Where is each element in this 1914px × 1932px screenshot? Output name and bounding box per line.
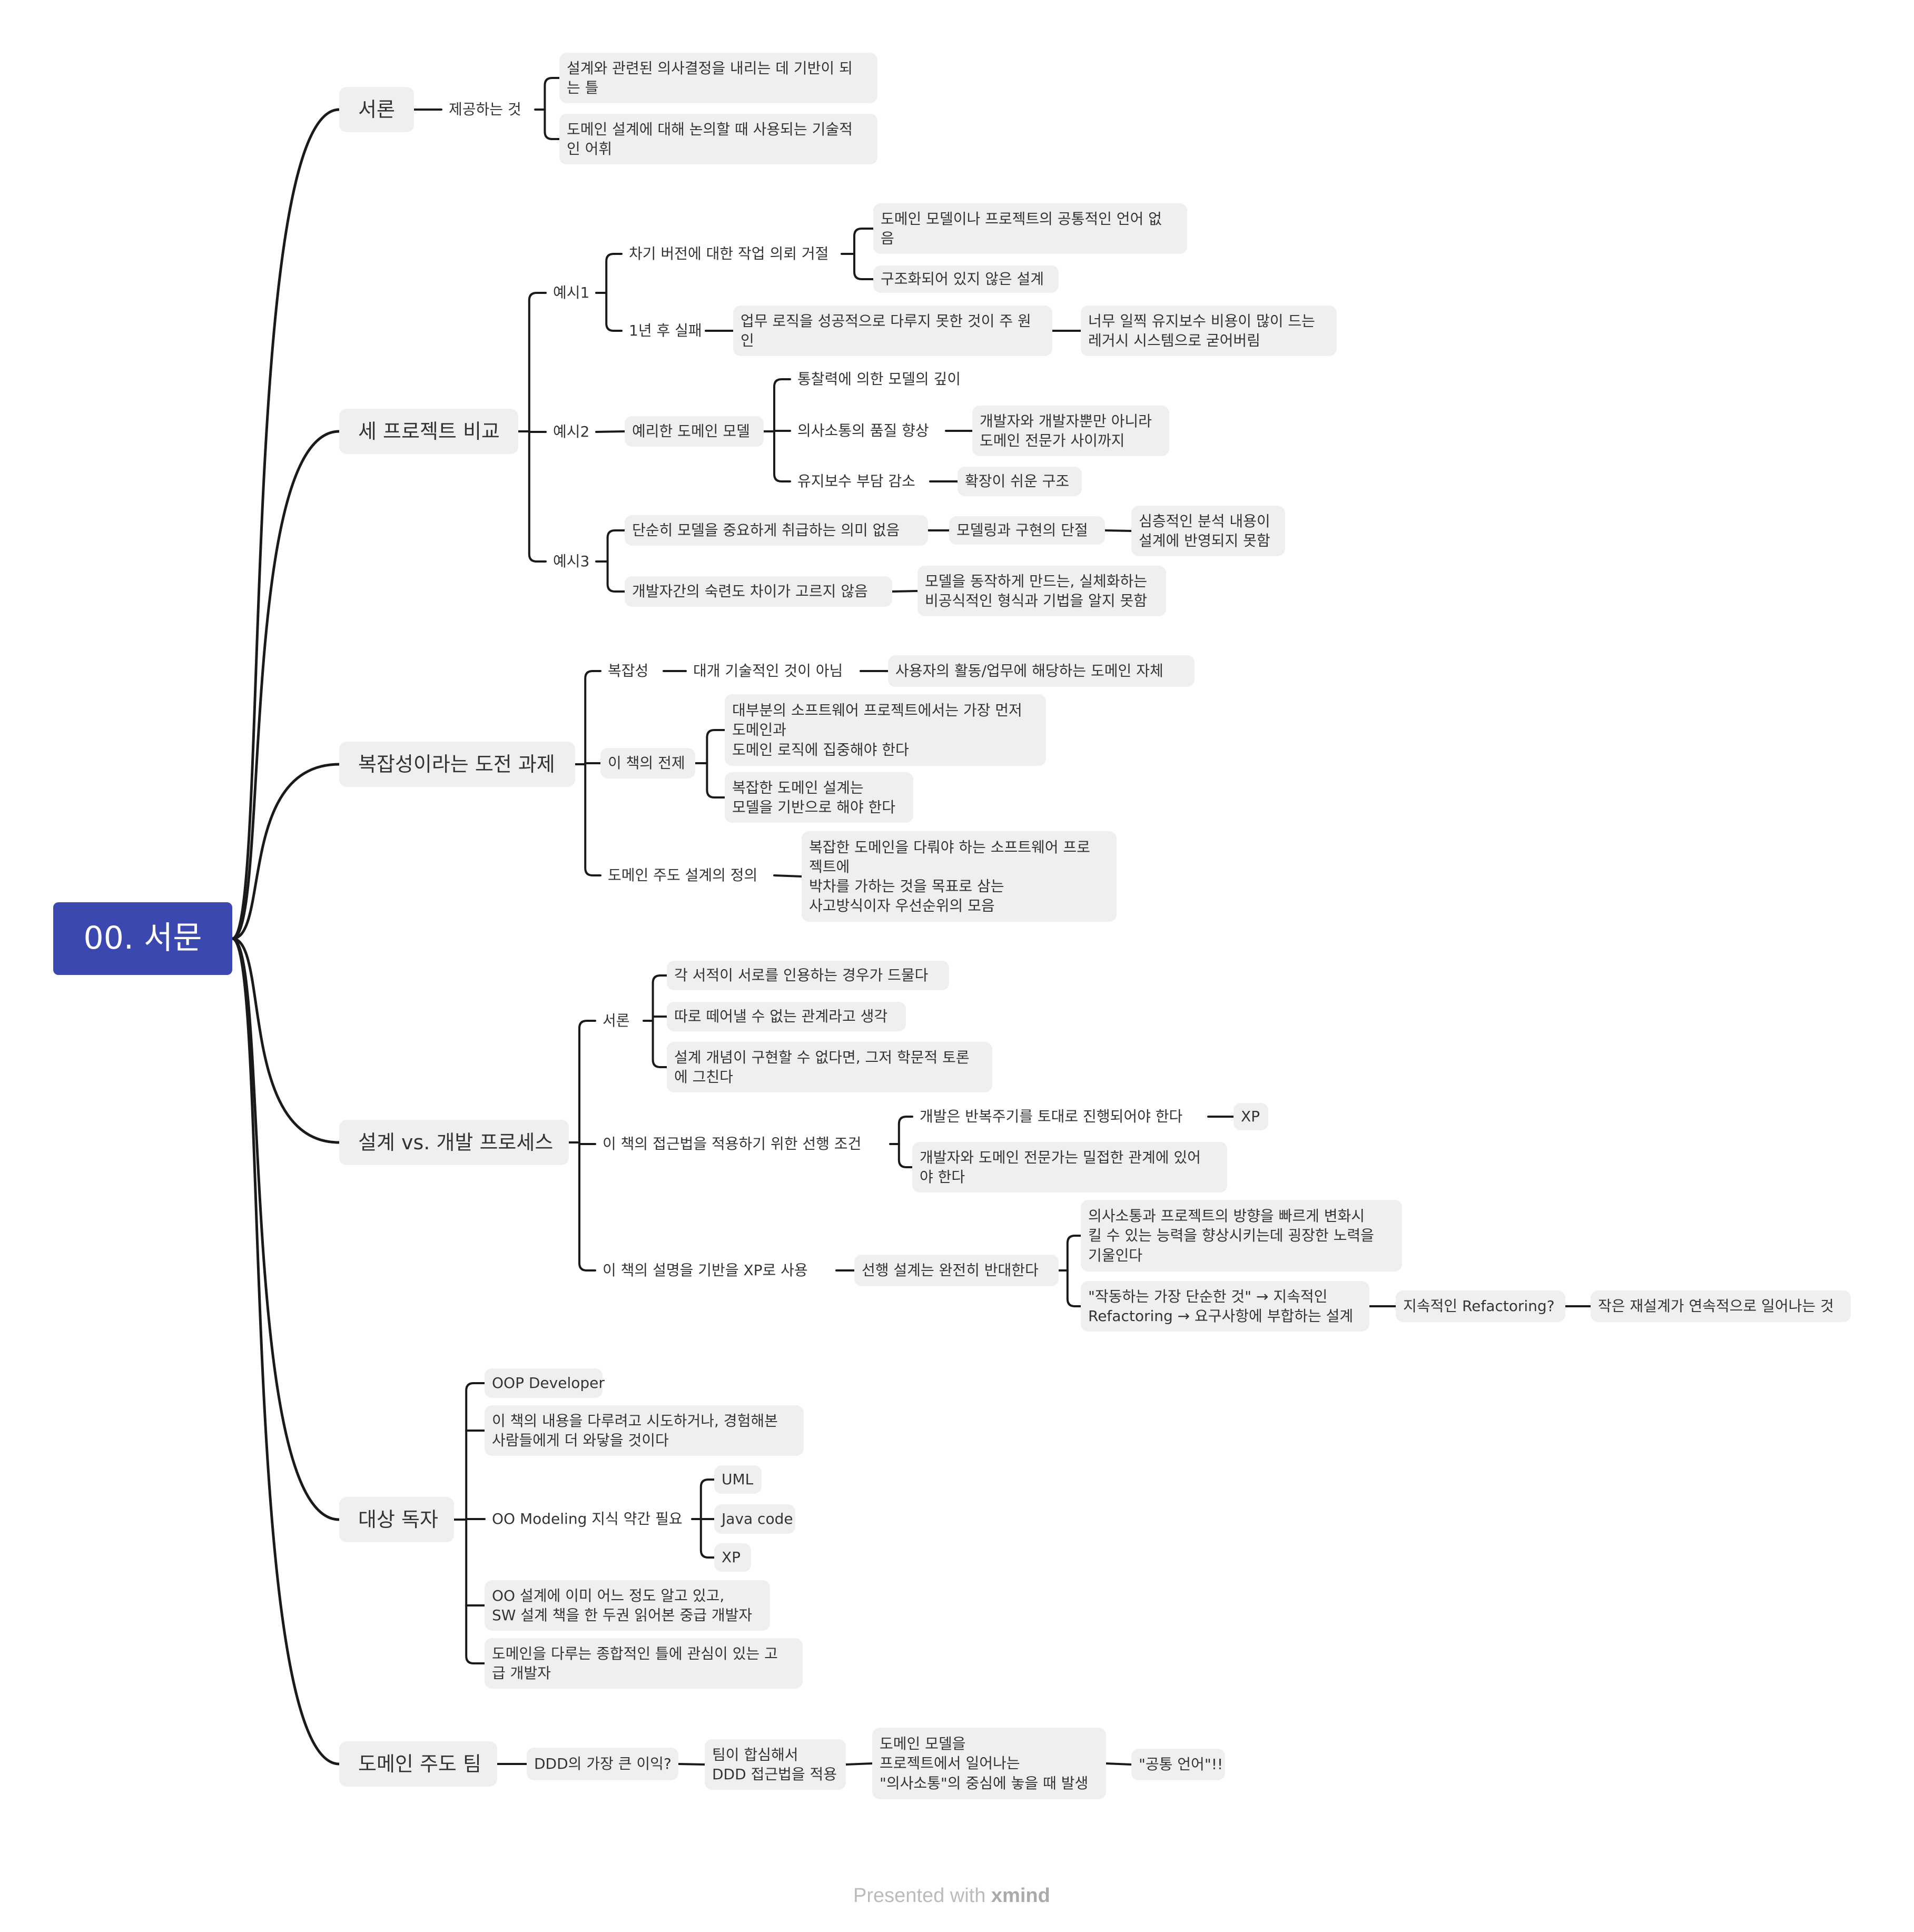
footer-prefix: Presented with <box>853 1885 991 1907</box>
dvp-small-redesigns[interactable]: 작은 재설계가 연속적으로 일어나는 것 <box>1591 1290 1851 1322</box>
intro-provides[interactable]: 제공하는 것 <box>449 101 521 119</box>
dvp-intro[interactable]: 서론 <box>603 1012 630 1030</box>
connector <box>231 108 341 940</box>
topic-three-projects[interactable]: 세 프로젝트 비교 <box>339 409 518 454</box>
connector <box>1105 1762 1132 1766</box>
dvp-communication-effort[interactable]: 의사소통과 프로젝트의 방향을 빠르게 변화시 킬 수 있는 능력을 향상시키는… <box>1081 1200 1402 1271</box>
ddd-definition[interactable]: 도메인 주도 설계의 정의 <box>608 866 758 884</box>
connector <box>544 77 560 140</box>
ex2-model[interactable]: 예리한 도메인 모델 <box>625 416 764 447</box>
audience-java-code[interactable]: Java code <box>714 1504 795 1534</box>
ex1-fail-result[interactable]: 너무 일찍 유지보수 비용이 많이 드는 레거시 시스템으로 굳어버림 <box>1081 305 1337 356</box>
ex1-reject[interactable]: 차기 버전에 대한 작업 의뢰 거절 <box>629 245 829 263</box>
connector <box>465 1382 486 1664</box>
example-2[interactable]: 예시2 <box>553 423 590 441</box>
topic-complexity[interactable]: 복잡성이라는 도전 과제 <box>339 742 575 787</box>
connector <box>677 1763 706 1766</box>
ex1-reject-1[interactable]: 도메인 모델이나 프로젝트의 공통적인 언어 없 음 <box>873 203 1187 254</box>
connector <box>897 1116 913 1168</box>
ex1-reject-2[interactable]: 구조화되어 있지 않은 설계 <box>873 265 1059 293</box>
audience-advanced[interactable]: 도메인을 다루는 종합적인 틀에 관심이 있는 고 급 개발자 <box>485 1638 803 1689</box>
dvp-intro-2[interactable]: 따로 떼어낼 수 없는 관계라고 생각 <box>667 1002 906 1031</box>
root-node[interactable]: 00. 서문 <box>53 902 232 975</box>
example-1[interactable]: 예시1 <box>553 284 590 302</box>
connector <box>606 529 626 593</box>
connector <box>845 1762 873 1766</box>
dvp-intro-1[interactable]: 각 서적이 서로를 인용하는 경우가 드물다 <box>667 961 949 990</box>
dvp-xp-basis[interactable]: 이 책의 설명을 기반을 XP로 사용 <box>603 1261 808 1279</box>
connector <box>595 430 626 433</box>
footer-credit: Presented with xmind <box>853 1885 1064 1907</box>
ex3-disconnect[interactable]: 모델링과 구현의 단절 <box>949 516 1105 545</box>
dvp-intro-3[interactable]: 설계 개념이 구현할 수 없다면, 그저 학문적 토론 에 그친다 <box>667 1042 992 1092</box>
complexity-not-technical[interactable]: 대개 기술적인 것이 아님 <box>693 662 843 680</box>
ex2-maintenance-detail[interactable]: 확장이 쉬운 구조 <box>958 467 1082 496</box>
ex2-depth[interactable]: 통찰력에 의한 모델의 깊이 <box>797 370 961 388</box>
connector <box>706 729 726 799</box>
topic-audience[interactable]: 대상 독자 <box>339 1497 454 1542</box>
ex1-fail[interactable]: 1년 후 실패 <box>629 322 702 340</box>
team-common-language[interactable]: "공통 언어"!! <box>1131 1749 1225 1780</box>
connector <box>231 763 341 940</box>
connector <box>605 253 623 332</box>
dvp-prereq-close-relationship[interactable]: 개발자와 도메인 전문가는 밀접한 관계에 있어 야 한다 <box>912 1142 1227 1192</box>
dvp-prereq-iterative[interactable]: 개발은 반복주기를 토대로 진행되어야 한다 <box>920 1108 1183 1126</box>
intro-item-2[interactable]: 도메인 설계에 대해 논의할 때 사용되는 기술적 인 어휘 <box>559 114 877 164</box>
audience-experienced[interactable]: 이 책의 내용을 다루려고 시도하거나, 경험해본 사람들에게 더 와닿을 것이… <box>485 1405 804 1456</box>
audience-oop-developer[interactable]: OOP Developer <box>485 1368 605 1398</box>
ex2-maintenance[interactable]: 유지보수 부담 감소 <box>797 472 915 490</box>
connector <box>853 228 874 280</box>
example-3[interactable]: 예시3 <box>553 553 590 570</box>
team-together[interactable]: 팀이 합심해서 DDD 접근법을 적용 <box>705 1739 846 1790</box>
topic-intro[interactable]: 서론 <box>339 87 414 132</box>
ex1-fail-cause[interactable]: 업무 로직을 성공적으로 다루지 못한 것이 주 원 인 <box>733 305 1052 356</box>
connector <box>891 590 919 593</box>
premise-focus-domain[interactable]: 대부분의 소프트웨어 프로젝트에서는 가장 먼저 도메인과 도메인 로직에 집중… <box>725 694 1046 766</box>
connector <box>231 937 341 1144</box>
topic-design-vs-process[interactable]: 설계 vs. 개발 프로세스 <box>339 1120 569 1165</box>
intro-item-1[interactable]: 설계와 관련된 의사결정을 내리는 데 기반이 되 는 틀 <box>559 53 877 103</box>
ex3-skill-gap[interactable]: 개발자간의 숙련도 차이가 고르지 않음 <box>625 576 892 607</box>
ex3-disconnect-detail[interactable]: 심층적인 분석 내용이 설계에 반영되지 못함 <box>1131 506 1285 556</box>
team-biggest-benefit[interactable]: DDD의 가장 큰 이익? <box>527 1748 678 1780</box>
book-premise[interactable]: 이 책의 전제 <box>600 748 695 778</box>
ex3-meaningless[interactable]: 단순히 모델을 중요하게 취급하는 의미 없음 <box>625 515 928 546</box>
ex2-communication[interactable]: 의사소통의 품질 향상 <box>797 422 929 440</box>
topic-domain-team[interactable]: 도메인 주도 팀 <box>339 1741 497 1787</box>
audience-intermediate[interactable]: OO 설계에 이미 어느 정도 알고 있고, SW 설계 책을 한 두권 읽어본… <box>485 1580 770 1631</box>
dvp-simplest-thing[interactable]: "작동하는 가장 단순한 것" → 지속적인 Refactoring → 요구사… <box>1081 1281 1369 1332</box>
dvp-against-upfront[interactable]: 선행 설계는 완전히 반대한다 <box>854 1255 1059 1286</box>
connector <box>231 430 341 940</box>
xmind-logo: xmind <box>991 1885 1050 1907</box>
ex3-skill-gap-detail[interactable]: 모델을 동작하게 만드는, 실체화하는 비공식적인 형식과 기법을 알지 못함 <box>917 566 1166 616</box>
ddd-definition-detail[interactable]: 복잡한 도메인을 다뤄야 하는 소프트웨어 프로 젝트에 박차를 가하는 것을 … <box>802 831 1117 922</box>
complexity-domain-itself[interactable]: 사용자의 활동/업무에 해당하는 도메인 자체 <box>888 655 1195 687</box>
ex2-communication-detail[interactable]: 개발자와 개발자뿐만 아니라 도메인 전문가 사이까지 <box>972 406 1169 456</box>
connector <box>1066 1235 1082 1307</box>
dvp-prerequisites[interactable]: 이 책의 접근법을 적용하기 위한 선행 조건 <box>603 1135 862 1153</box>
connector <box>584 670 601 876</box>
connector <box>652 974 668 1068</box>
dvp-refactoring-question[interactable]: 지속적인 Refactoring? <box>1396 1290 1565 1322</box>
dvp-prereq-xp[interactable]: XP <box>1234 1103 1268 1130</box>
premise-model-based[interactable]: 복잡한 도메인 설계는 모델을 기반으로 해야 한다 <box>725 772 913 823</box>
audience-oo-modeling[interactable]: OO Modeling 지식 약간 필요 <box>492 1510 683 1528</box>
connector <box>773 874 803 878</box>
connector <box>1104 529 1132 532</box>
connector <box>231 937 341 1521</box>
complexity-node[interactable]: 복잡성 <box>608 662 649 680</box>
audience-uml[interactable]: UML <box>714 1465 762 1494</box>
connector <box>578 1020 596 1271</box>
team-model-center[interactable]: 도메인 모델을 프로젝트에서 일어나는 "의사소통"의 중심에 놓을 때 발생 <box>872 1728 1106 1799</box>
connector <box>231 937 341 1766</box>
audience-xp[interactable]: XP <box>714 1543 751 1572</box>
connector <box>528 292 547 563</box>
